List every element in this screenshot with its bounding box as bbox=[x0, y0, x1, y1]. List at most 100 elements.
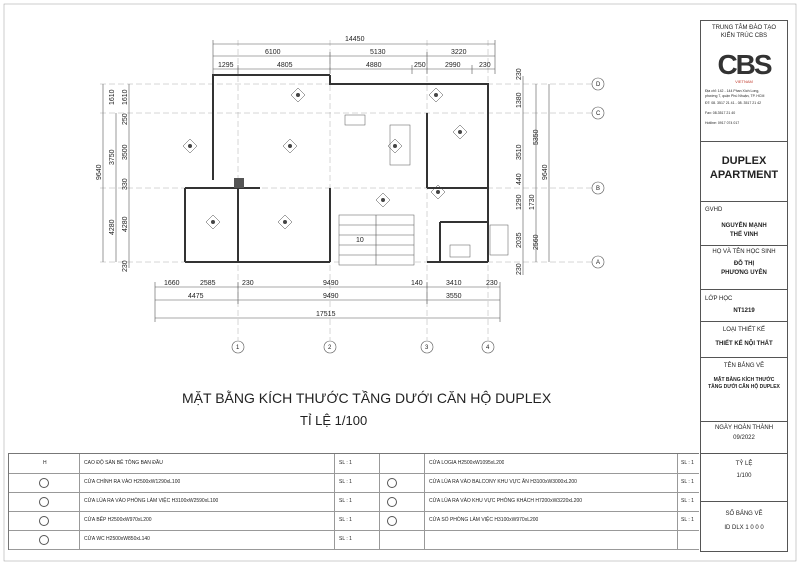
address-2: phường 7, quận Phú Nhuận, TP. HCM bbox=[705, 94, 765, 98]
drawing-name-1: MẶT BẰNG KÍCH THƯỚC bbox=[713, 377, 775, 383]
dim-right-row3-8: 230 bbox=[516, 263, 523, 275]
dim-left-row3-2: 250 bbox=[122, 113, 129, 125]
dim-bottom-row1-6: 3410 bbox=[446, 280, 462, 287]
dim-right-row3-7: 2035 bbox=[516, 232, 523, 248]
door-tag-icon bbox=[39, 478, 49, 488]
legend-qty: SL : 1 bbox=[339, 479, 352, 485]
door-tag-icon bbox=[39, 497, 49, 507]
dim-left-row3-6: 230 bbox=[122, 260, 129, 272]
door-tag-icon bbox=[387, 478, 397, 488]
legend-desc: CỬA LOGIA H2500xW1095xL200 bbox=[429, 460, 505, 466]
legend-desc: CỬA LÙA RA VÀO PHÒNG LÀM VIỆC H3100xW259… bbox=[84, 498, 219, 504]
dim-bottom-row2-1: 4475 bbox=[188, 293, 204, 300]
dim-top-row2-4: 250 bbox=[414, 62, 426, 69]
dim-bottom-row1-3: 230 bbox=[242, 280, 254, 287]
door-schedule-table: H CAO ĐỘ SÀN BÊ TÔNG BAN ĐẦU SL : 1 CỬA … bbox=[8, 453, 699, 550]
legend-qty: SL : 1 bbox=[681, 460, 694, 466]
legend-qty: SL : 1 bbox=[681, 517, 694, 523]
student-2: PHƯƠNG UYÊN bbox=[721, 270, 767, 276]
dim-top-row2-1: 1295 bbox=[218, 62, 234, 69]
grid-col-2: 2 bbox=[328, 345, 332, 351]
room-tags bbox=[182, 87, 468, 230]
scale-value: 1/100 bbox=[736, 473, 752, 479]
bottom-dimensions: 1660 2585 230 9490 140 3410 230 4475 949… bbox=[154, 280, 501, 322]
grid-row-c: C bbox=[596, 111, 601, 117]
legend-qty: SL : 1 bbox=[339, 517, 352, 523]
phone: ĐT: 08. 3517 21 41 - 08. 3517 21 42 bbox=[705, 101, 762, 105]
dim-bottom-row1-7: 230 bbox=[486, 280, 498, 287]
student-1: ĐỖ THỊ bbox=[733, 261, 755, 267]
legend-desc: CỬA LÙA RA VÀO KHU VỰC PHÒNG KHÁCH H7200… bbox=[429, 498, 583, 504]
student-label: HỌ VÀ TÊN HỌC SINH bbox=[712, 249, 776, 255]
dim-bottom-row1-4: 9490 bbox=[323, 280, 339, 287]
dim-left-1: 3750 bbox=[109, 149, 116, 165]
door-tag-icon bbox=[387, 516, 397, 526]
hotline: Hotline: 0917 074 017 bbox=[705, 121, 740, 125]
table-row: H CAO ĐỘ SÀN BÊ TÔNG BAN ĐẦU SL : 1 CỬA … bbox=[9, 454, 699, 474]
right-dimensions: 230 1380 3510 440 1290 1730 2035 230 535… bbox=[516, 68, 550, 275]
dim-right-row3-1: 230 bbox=[516, 68, 523, 80]
gvhd-1: NGUYỄN MẠNH bbox=[721, 223, 767, 229]
table-row: CỬA LÙA RA VÀO PHÒNG LÀM VIỆC H3100xW259… bbox=[9, 492, 699, 512]
dim-top-row2-3: 4880 bbox=[366, 62, 382, 69]
walls: 10 bbox=[184, 74, 509, 266]
drawing-title: MẶT BẰNG KÍCH THƯỚC TẦNG DƯỚI CĂN HỘ DUP… bbox=[182, 389, 552, 406]
legend-qty: SL : 1 bbox=[681, 479, 694, 485]
legend-sym: H bbox=[43, 460, 47, 466]
gvhd-2: THẾ VINH bbox=[729, 232, 758, 238]
school-logo: CBS bbox=[717, 49, 772, 80]
legend-desc: CỬA CHÍNH RA VÀO H2500xW1290xL100 bbox=[84, 479, 181, 485]
sheet-number: ID DLX 1 0 0 0 bbox=[724, 525, 764, 531]
grid-row-b: B bbox=[596, 186, 600, 192]
school-line-2: KIẾN TRÚC CBS bbox=[720, 33, 768, 39]
school-logo-sub: VIETNAM bbox=[735, 79, 753, 84]
grid-col-4: 4 bbox=[486, 345, 490, 351]
legend-qty: SL : 1 bbox=[339, 498, 352, 504]
dim-left-row3-1: 1610 bbox=[122, 89, 129, 105]
table-row: CỬA CHÍNH RA VÀO H2500xW1290xL100 SL : 1… bbox=[9, 473, 699, 493]
dim-left-outer: 9640 bbox=[96, 164, 103, 180]
dim-bottom-row2-2: 9490 bbox=[323, 293, 339, 300]
dim-right-row3-4: 440 bbox=[516, 173, 523, 185]
scale-label: TỶ LỆ bbox=[735, 461, 753, 467]
door-tag-icon bbox=[39, 535, 49, 545]
table-row: CỬA WC H2500xW850xL140 SL : 1 bbox=[9, 530, 699, 550]
dim-left-row3-5: 4280 bbox=[122, 216, 129, 232]
dim-top-1: 6100 bbox=[265, 49, 281, 56]
design-type-value: THIẾT KẾ NỘI THẤT bbox=[715, 341, 773, 347]
left-dimensions: 9640 3750 4280 1610 1610 250 3500 330 42… bbox=[96, 84, 130, 272]
school-line-1: TRUNG TÂM ĐÀO TẠO bbox=[711, 25, 777, 31]
legend-qty: SL : 1 bbox=[339, 536, 352, 542]
grid-row-d: D bbox=[596, 82, 601, 88]
dim-top-total: 14450 bbox=[345, 36, 365, 43]
date-value: 09/2022 bbox=[733, 435, 755, 441]
dim-right-row3-3: 3510 bbox=[516, 144, 523, 160]
dim-top-row2-2: 4805 bbox=[277, 62, 293, 69]
dim-right-1: 5350 bbox=[533, 129, 540, 145]
dim-top-3: 3220 bbox=[451, 49, 467, 56]
dim-top-row2-5: 2990 bbox=[445, 62, 461, 69]
class-label: LỚP HỌC bbox=[705, 296, 733, 302]
dim-bottom-row2-3: 3550 bbox=[446, 293, 462, 300]
design-type-label: LOẠI THIẾT KẾ bbox=[722, 327, 766, 333]
drawing-name-label: TÊN BẢNG VẼ bbox=[723, 363, 765, 369]
legend-qty: SL : 1 bbox=[681, 498, 694, 504]
grid-col-1: 1 bbox=[236, 345, 240, 351]
class-value: NT1219 bbox=[733, 308, 755, 314]
fax: Fax: 08.3517 21 40 bbox=[705, 111, 736, 115]
table-row: CỬA BẾP H2500xW970xL200 SL : 1 CỬA SỔ PH… bbox=[9, 511, 699, 531]
dim-bottom-total: 17515 bbox=[316, 311, 336, 318]
door-tag-icon bbox=[39, 516, 49, 526]
title-block: TRUNG TÂM ĐÀO TẠO KIẾN TRÚC CBS CBS VIET… bbox=[700, 20, 788, 552]
dim-right-2: 2560 bbox=[533, 234, 540, 250]
dim-bottom-row1-2: 2585 bbox=[200, 280, 216, 287]
sheet-label: SỐ BẢNG VẼ bbox=[725, 511, 763, 517]
legend-desc: CỬA SỔ PHÒNG LÀM VIỆC H3100xW970xL200 bbox=[429, 517, 539, 523]
dim-right-row3-2: 1380 bbox=[516, 92, 523, 108]
dim-left-row3-3: 3500 bbox=[122, 144, 129, 160]
dim-top-2: 5130 bbox=[370, 49, 386, 56]
top-dimensions: 14450 6100 5130 3220 1295 4805 4880 250 … bbox=[212, 36, 496, 74]
dim-right-outer: 9640 bbox=[542, 164, 549, 180]
project-line-2: APARTMENT bbox=[709, 169, 779, 181]
dim-left-row3-4: 330 bbox=[122, 178, 129, 190]
